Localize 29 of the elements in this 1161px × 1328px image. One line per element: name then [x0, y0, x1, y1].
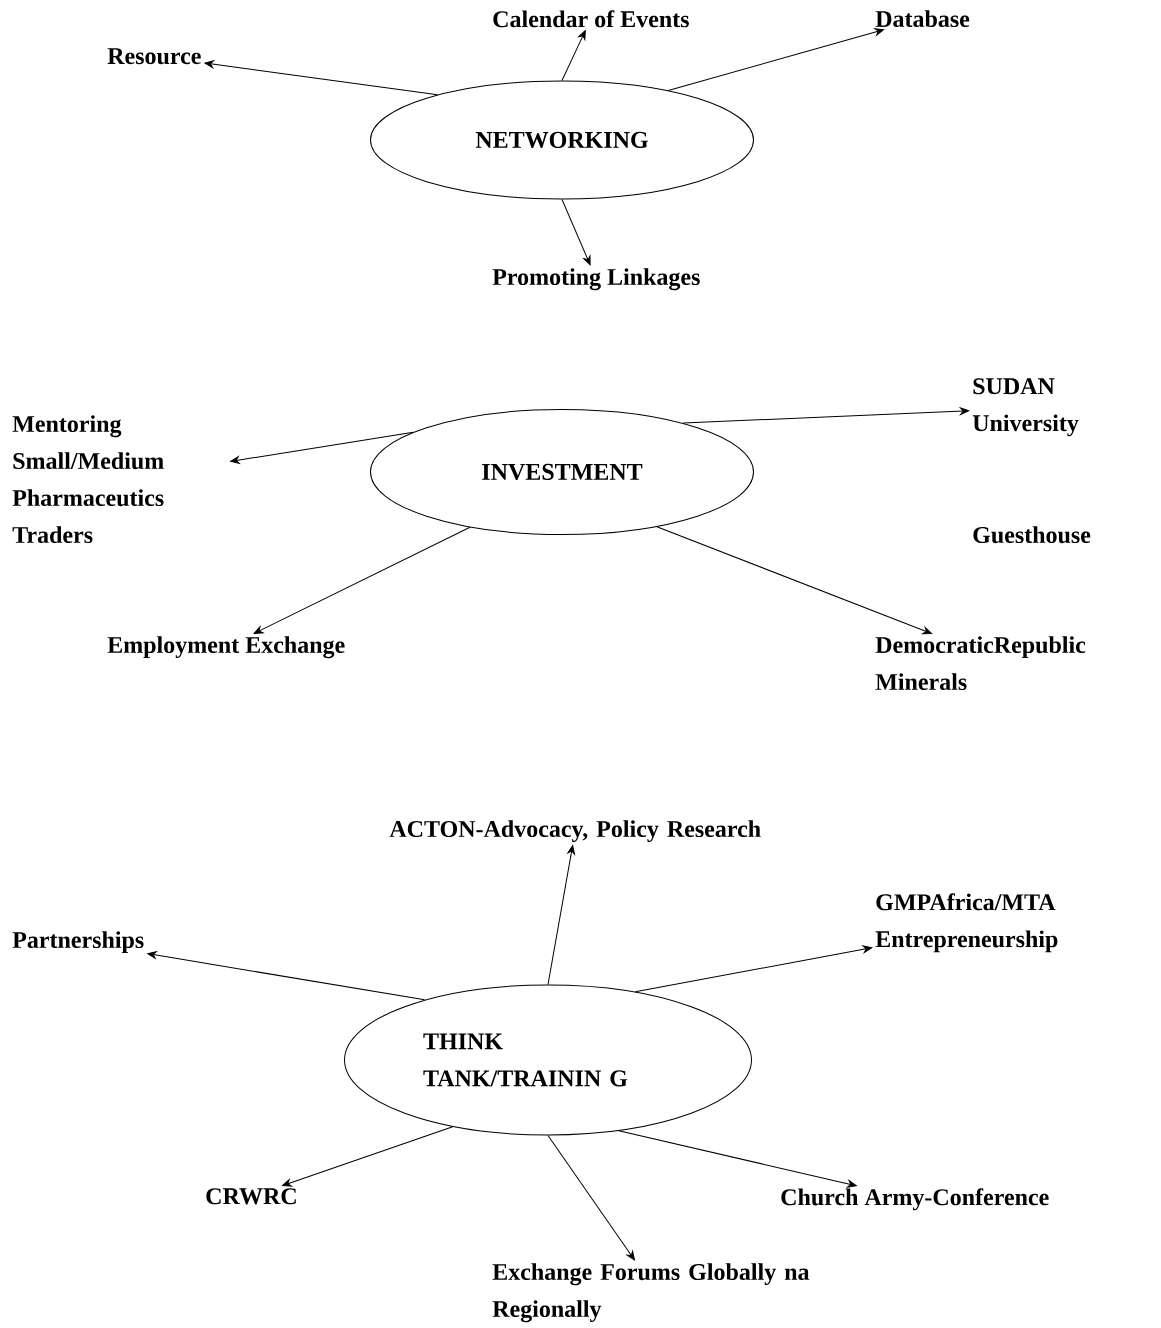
topic-label: GMPAfrica/MTA Entrepreneurship: [875, 893, 1058, 953]
arrow: [204, 60, 439, 96]
arrow: [667, 28, 885, 91]
arrow: [147, 951, 426, 1001]
topic-label: Church Army-Conference: [781, 1188, 1049, 1211]
topic-label: Mentoring Small/Medium Pharmaceutics Traders: [12, 415, 164, 544]
topic-label: Database: [875, 10, 970, 28]
arrow: [682, 407, 970, 424]
arrow: [253, 526, 471, 634]
topic-label: SUDAN University: [972, 378, 1079, 437]
arrow: [282, 1126, 454, 1187]
topic-label: Resource: [107, 48, 201, 65]
arrow: [656, 526, 933, 635]
topic-label: Partnerships: [12, 931, 144, 953]
topic-label: Calendar of Events: [493, 10, 689, 28]
topic-label: Employment Exchange: [107, 636, 345, 659]
arrow: [618, 1130, 857, 1188]
topic-label: ACTON-Advocacy, Policy Research: [389, 820, 761, 842]
arrow: [547, 1135, 635, 1261]
arrow: [230, 431, 414, 464]
topic-label: CRWRC: [206, 1188, 296, 1205]
arrow: [561, 199, 591, 266]
side-label: Guesthouse: [973, 526, 1091, 544]
topic-label: Exchange Forums Globally na Regionally: [492, 1263, 810, 1323]
arrow: [547, 845, 575, 985]
arrow: [561, 30, 586, 81]
topic-label: DemocraticRepublic Minerals: [875, 636, 1086, 691]
topic-label: Promoting Linkages: [492, 268, 700, 291]
arrow: [634, 945, 873, 993]
